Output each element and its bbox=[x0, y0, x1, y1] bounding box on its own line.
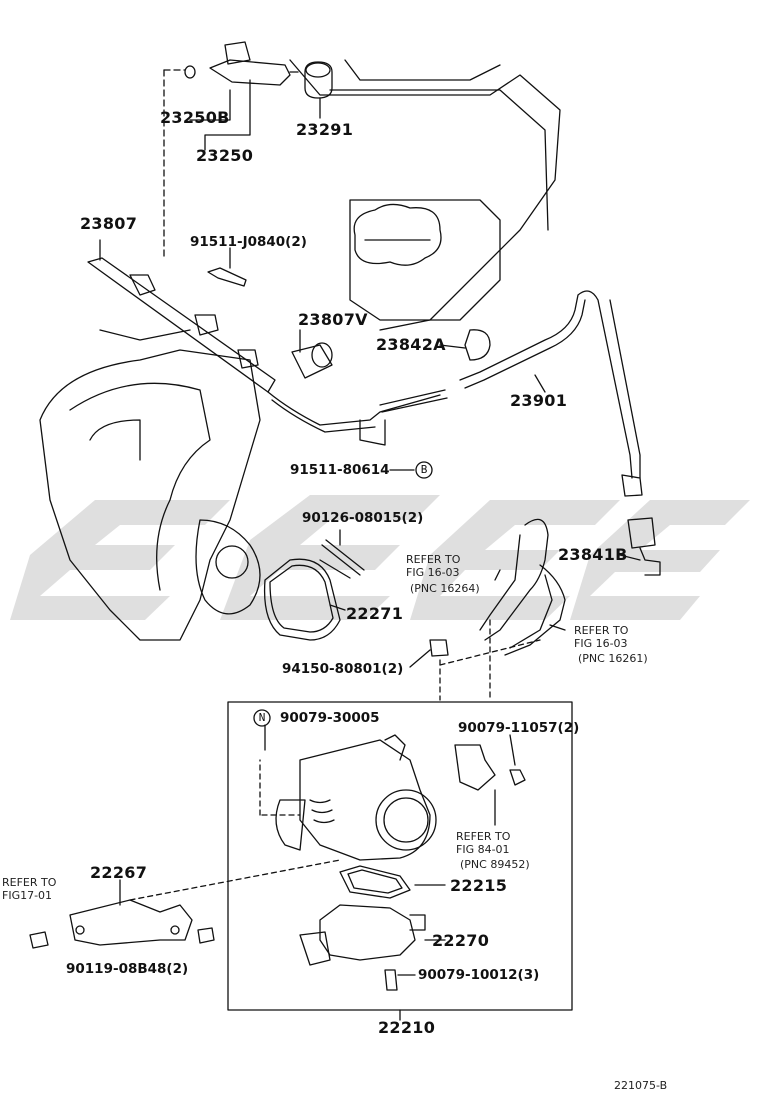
label-22215: 22215 bbox=[450, 876, 508, 895]
label-23250b: 23250B bbox=[160, 108, 230, 127]
label-90079-11057: 90079-11057(2) bbox=[458, 720, 580, 736]
bolt bbox=[207, 267, 247, 287]
ref-89452-line1: REFER TO bbox=[456, 830, 511, 843]
label-23807v: 23807V bbox=[298, 310, 368, 329]
isc-valve bbox=[454, 744, 496, 791]
assembly-box bbox=[227, 701, 573, 1011]
fuel-rail bbox=[87, 257, 276, 393]
ref-16264-line1: REFER TO bbox=[406, 553, 461, 566]
throttle-body bbox=[299, 739, 431, 861]
label-22267: 22267 bbox=[90, 863, 148, 882]
hose-16261 bbox=[504, 564, 566, 656]
ref-16261-line3: (PNC 16261) bbox=[578, 652, 648, 665]
ref-89452-line3: (PNC 89452) bbox=[460, 858, 530, 871]
fuel-hose bbox=[459, 290, 633, 479]
injector bbox=[209, 59, 291, 86]
gasket-22215 bbox=[339, 865, 411, 899]
stud bbox=[319, 539, 365, 579]
nut bbox=[429, 639, 449, 657]
ref-1701-line2: FIG17-01 bbox=[2, 889, 53, 902]
clamp bbox=[464, 329, 491, 361]
bracket-22267 bbox=[69, 899, 193, 946]
label-90126-08015: 90126-08015(2) bbox=[302, 510, 424, 526]
label-22271: 22271 bbox=[346, 604, 404, 623]
fuel-tube bbox=[267, 391, 441, 426]
oil-cap bbox=[353, 203, 442, 266]
engine-outline bbox=[289, 59, 561, 331]
bolt-90119-right bbox=[197, 927, 215, 944]
label-23250: 23250 bbox=[196, 146, 254, 165]
throttle-port bbox=[195, 519, 261, 615]
watermark-logo bbox=[10, 495, 750, 620]
ref-16261-line1: REFER TO bbox=[574, 624, 629, 637]
hose-16264 bbox=[484, 518, 549, 641]
label-94150-80801: 94150-80801(2) bbox=[282, 661, 404, 677]
insulator bbox=[304, 61, 333, 99]
bolt-10012 bbox=[384, 969, 398, 991]
label-23842a: 23842A bbox=[376, 335, 446, 354]
intake-manifold bbox=[39, 349, 261, 641]
label-23291: 23291 bbox=[296, 120, 354, 139]
marker-b-circle bbox=[415, 461, 433, 479]
label-90079-10012: 90079-10012(3) bbox=[418, 967, 540, 983]
label-22210: 22210 bbox=[378, 1018, 436, 1037]
label-23841b: 23841B bbox=[558, 545, 628, 564]
bolt-90119-left bbox=[29, 931, 49, 949]
marker-n: N bbox=[258, 711, 266, 724]
o-ring bbox=[184, 65, 196, 79]
label-90079-30005: 90079-30005 bbox=[280, 710, 380, 726]
gasket-22271 bbox=[263, 558, 341, 641]
spacer bbox=[291, 344, 333, 379]
ref-89452-line2: FIG 84-01 bbox=[456, 843, 510, 856]
label-91511-j0840: 91511-J0840(2) bbox=[190, 234, 307, 250]
ref-1701-line1: REFER TO bbox=[2, 876, 57, 889]
figure-code: 221075-B bbox=[614, 1079, 668, 1092]
label-91511-80614: 91511-80614 bbox=[290, 462, 390, 478]
marker-b: B bbox=[420, 463, 428, 476]
ref-16264-line2: FIG 16-03 bbox=[406, 566, 460, 579]
label-23901: 23901 bbox=[510, 391, 568, 410]
label-22270: 22270 bbox=[432, 931, 490, 950]
marker-n-circle bbox=[253, 709, 271, 727]
isc-body bbox=[319, 904, 416, 961]
ref-16261-line2: FIG 16-03 bbox=[574, 637, 628, 650]
sensor-23841b bbox=[627, 517, 656, 549]
label-23807: 23807 bbox=[80, 214, 138, 233]
ref-16264-line3: (PNC 16264) bbox=[410, 582, 480, 595]
label-90119-08b48: 90119-08B48(2) bbox=[66, 961, 189, 977]
